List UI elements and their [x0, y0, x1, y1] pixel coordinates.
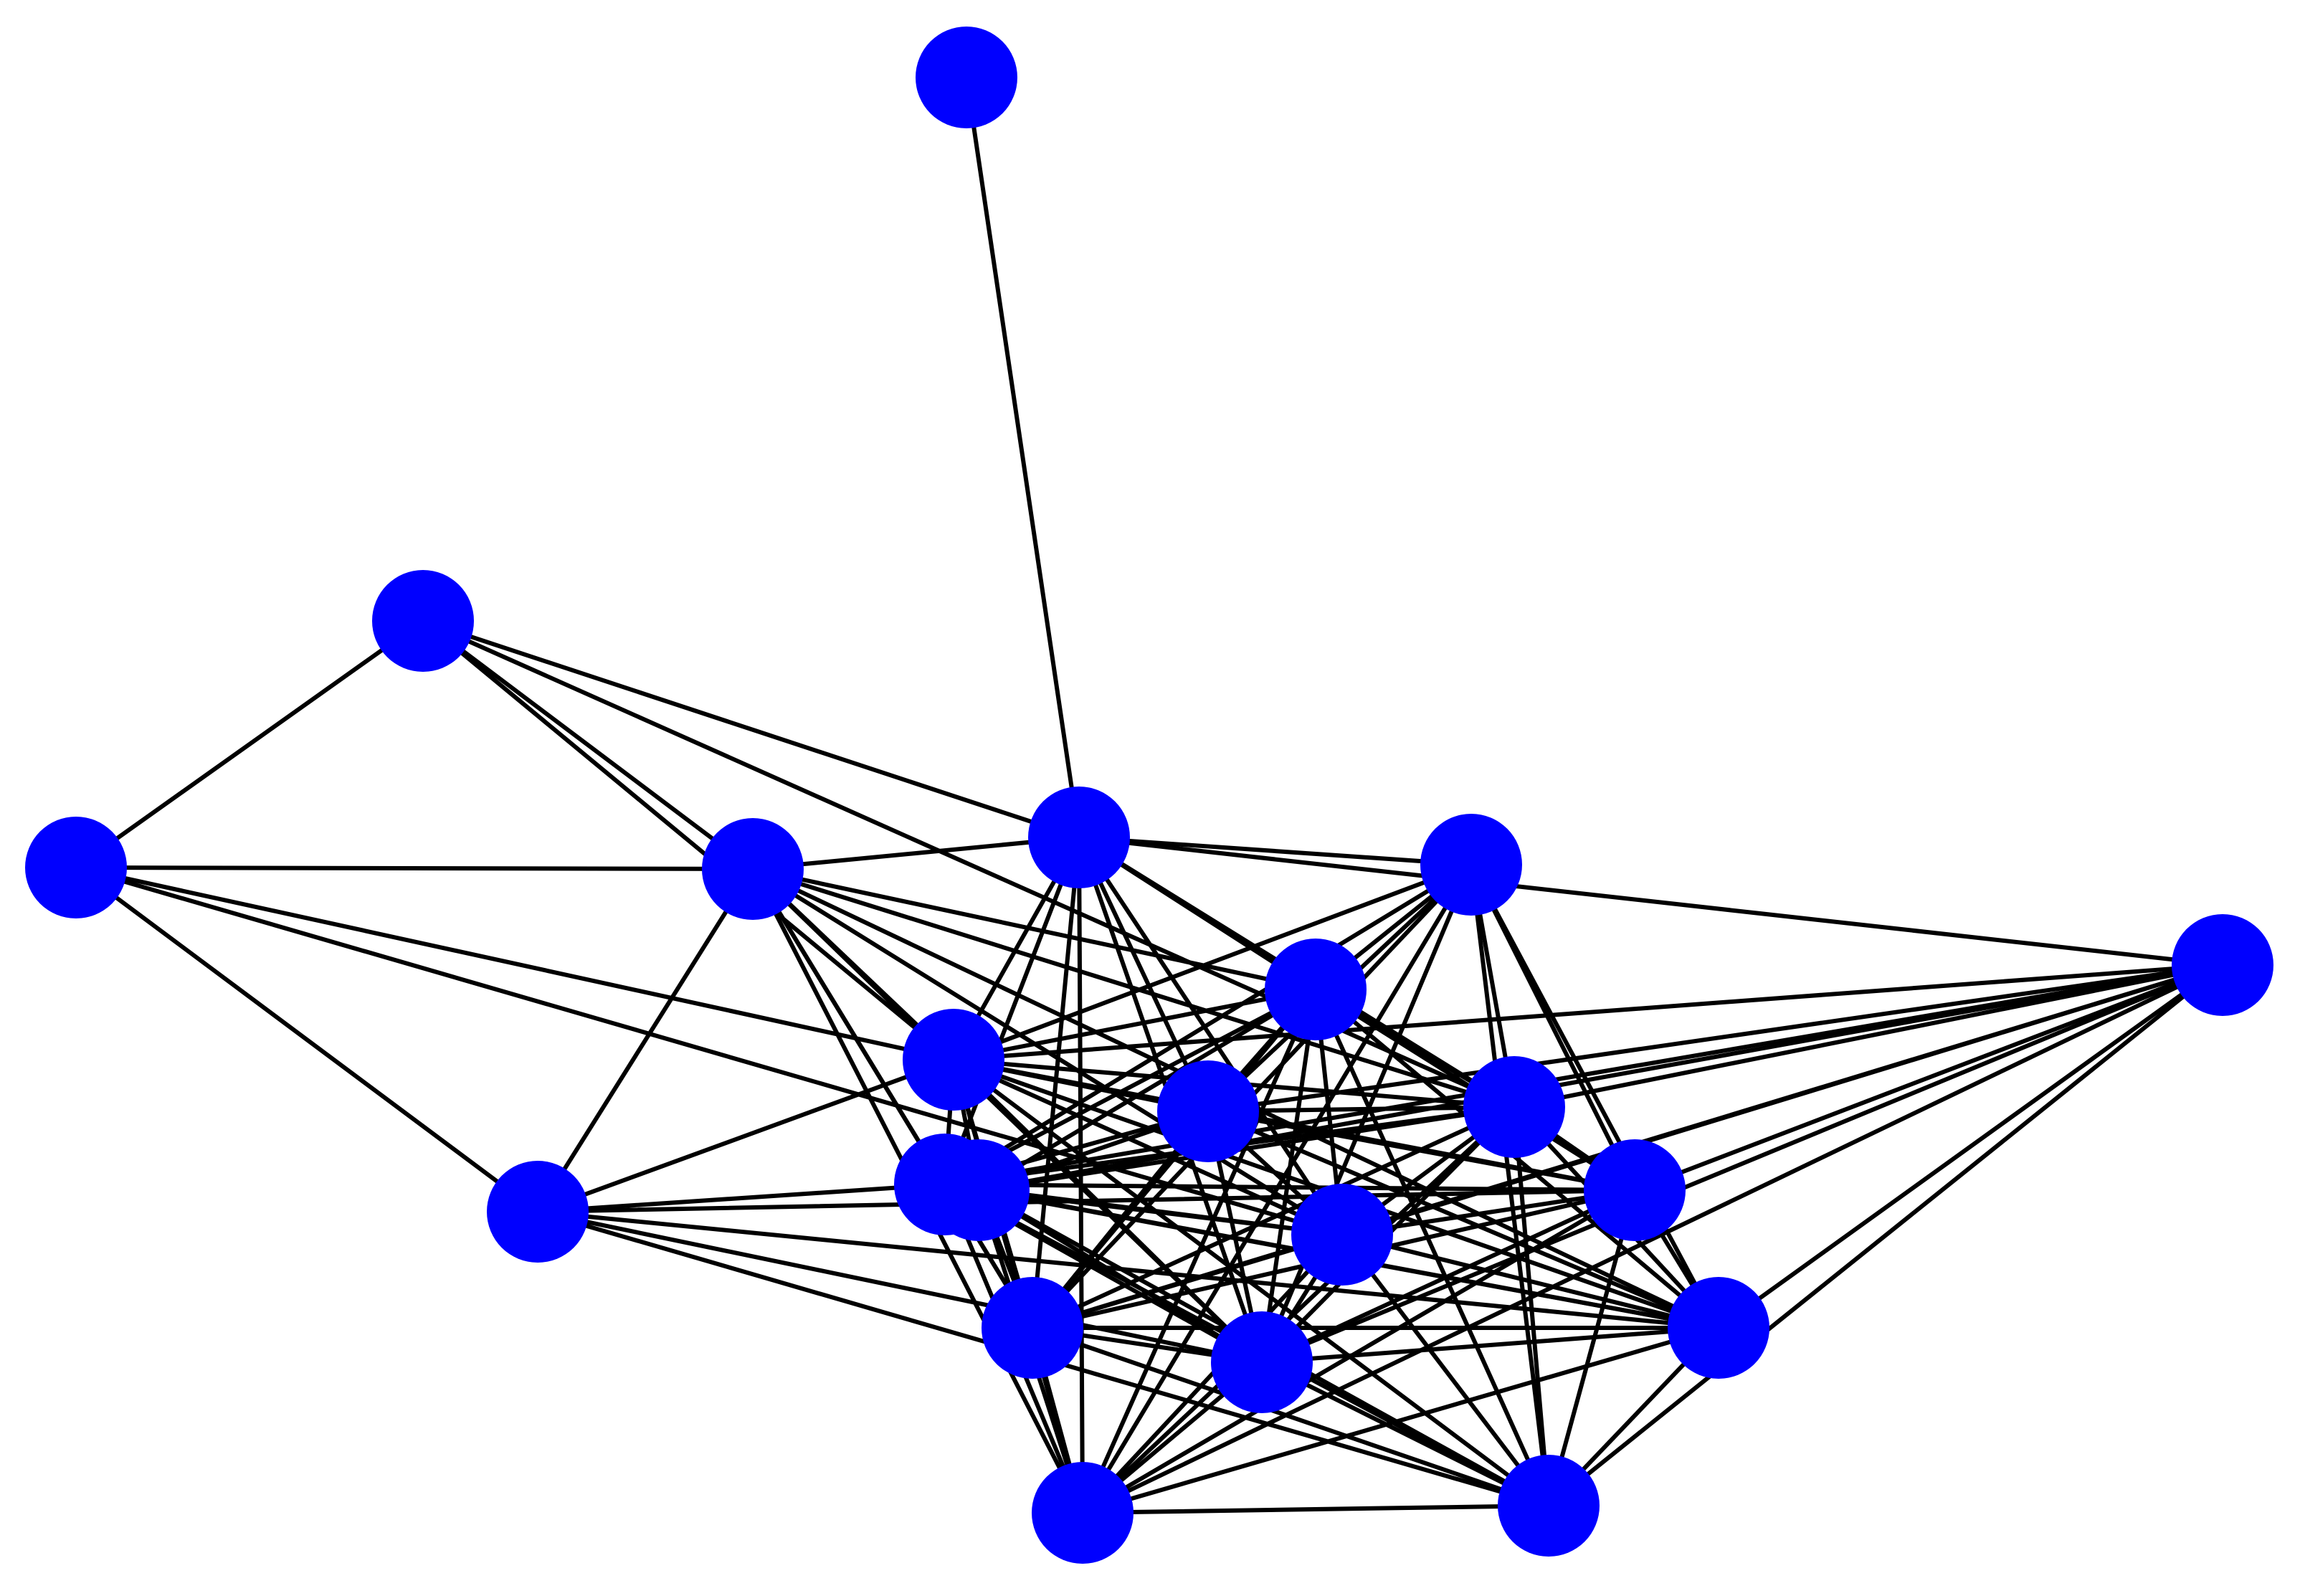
graph-node-n13 [1584, 1139, 1686, 1241]
graph-edge-n7-n8 [951, 987, 1318, 1062]
graph-edge-n18-n19 [1546, 963, 2225, 1508]
graph-edge-n12-n18 [1340, 1232, 1551, 1508]
graph-edge-n13-n18 [1546, 1188, 1637, 1508]
edges-layer [74, 75, 2225, 1515]
graph-node-n10 [1463, 1056, 1565, 1158]
graph-edge-n5-n12 [1077, 835, 1344, 1237]
graph-edge-n14-n18 [1030, 1326, 1551, 1508]
graph-edge-n12-n20 [976, 1188, 1344, 1237]
graph-node-n14 [982, 1277, 1083, 1379]
graph-node-n19 [2172, 914, 2273, 1016]
graph-edge-n10-n18 [1512, 1105, 1551, 1508]
graph-node-n16 [1668, 1277, 1769, 1379]
graph-edge-n17-n19 [1080, 963, 2225, 1515]
graph-edge-n1-n5 [421, 619, 1081, 840]
graph-edge-n4-n5 [751, 835, 1081, 871]
graph-node-n9 [1157, 1060, 1259, 1162]
graph-edge-n3-n16 [536, 1210, 1721, 1330]
graph-edge-n10-n14 [1030, 1105, 1516, 1330]
graph-node-n5 [1028, 787, 1130, 888]
graph-edge-n3-n15 [536, 1210, 1264, 1364]
graph-edge-n5-n6 [1077, 835, 1473, 867]
graph-node-n8 [903, 1009, 1004, 1111]
graph-edge-n6-n16 [1469, 863, 1721, 1330]
graph-edge-n7-n18 [1313, 987, 1551, 1508]
graph-edge-n4-n7 [751, 867, 1318, 992]
graph-edge-n0-n5 [964, 75, 1081, 840]
graph-edge-n1-n4 [421, 619, 755, 871]
graph-edge-n5-n19 [1077, 835, 2225, 967]
graph-node-n4 [702, 818, 804, 920]
graph-edge-n5-n14 [1030, 835, 1081, 1330]
graph-edge-n15-n19 [1260, 963, 2225, 1364]
graph-edge-n12-n16 [1340, 1232, 1721, 1330]
graph-node-n20 [928, 1139, 1030, 1241]
graph-node-n1 [372, 570, 474, 672]
graph-edge-n10-n19 [1512, 963, 2225, 1109]
graph-node-n17 [1032, 1462, 1134, 1564]
graph-edge-n15-n20 [976, 1188, 1264, 1364]
graph-node-n18 [1498, 1455, 1600, 1557]
graph-edge-n15-n18 [1260, 1360, 1551, 1508]
graph-edge-n6-n8 [951, 863, 1473, 1062]
graph-node-n12 [1291, 1184, 1393, 1286]
graph-edge-n13-n19 [1633, 963, 2225, 1192]
graph-node-n15 [1211, 1311, 1313, 1413]
graph-edge-n17-n18 [1080, 1504, 1551, 1515]
graph-edge-n10-n17 [1080, 1105, 1516, 1515]
nodes-layer [25, 27, 2273, 1564]
graph-edge-n9-n10 [1206, 1105, 1516, 1113]
graph-node-n0 [916, 27, 1017, 128]
graph-edge-n10-n20 [976, 1105, 1516, 1192]
graph-node-n2 [25, 817, 127, 918]
graph-edge-n8-n15 [951, 1058, 1264, 1364]
graph-edge-n3-n11 [536, 1182, 947, 1214]
graph-edge-n11-n13 [943, 1182, 1637, 1192]
graph-edge-n2-n4 [74, 865, 755, 871]
graph-edge-n7-n20 [976, 987, 1318, 1192]
graph-edge-n16-n17 [1080, 1326, 1721, 1515]
graph-edge-n9-n16 [1206, 1109, 1721, 1330]
graph-edge-n16-n19 [1716, 963, 2225, 1330]
graph-edge-n2-n8 [74, 865, 956, 1062]
graph-edge-n8-n19 [951, 963, 2225, 1062]
graph-edge-n3-n4 [536, 867, 755, 1214]
graph-edge-n1-n2 [74, 619, 425, 870]
graph-node-n6 [1420, 814, 1522, 916]
graph-edge-n9-n19 [1206, 963, 2225, 1113]
graph-edge-n1-n8 [421, 619, 956, 1062]
graph-edge-n8-n12 [951, 1058, 1344, 1237]
graph-edge-n8-n18 [951, 1058, 1551, 1508]
graph-node-n7 [1265, 939, 1367, 1040]
graph-edge-n2-n12 [74, 865, 1344, 1237]
graph-edge-n6-n11 [943, 863, 1473, 1187]
graph-edge-n2-n3 [74, 865, 540, 1214]
graph-node-n3 [487, 1161, 589, 1263]
graph-edge-n15-n16 [1260, 1326, 1721, 1364]
